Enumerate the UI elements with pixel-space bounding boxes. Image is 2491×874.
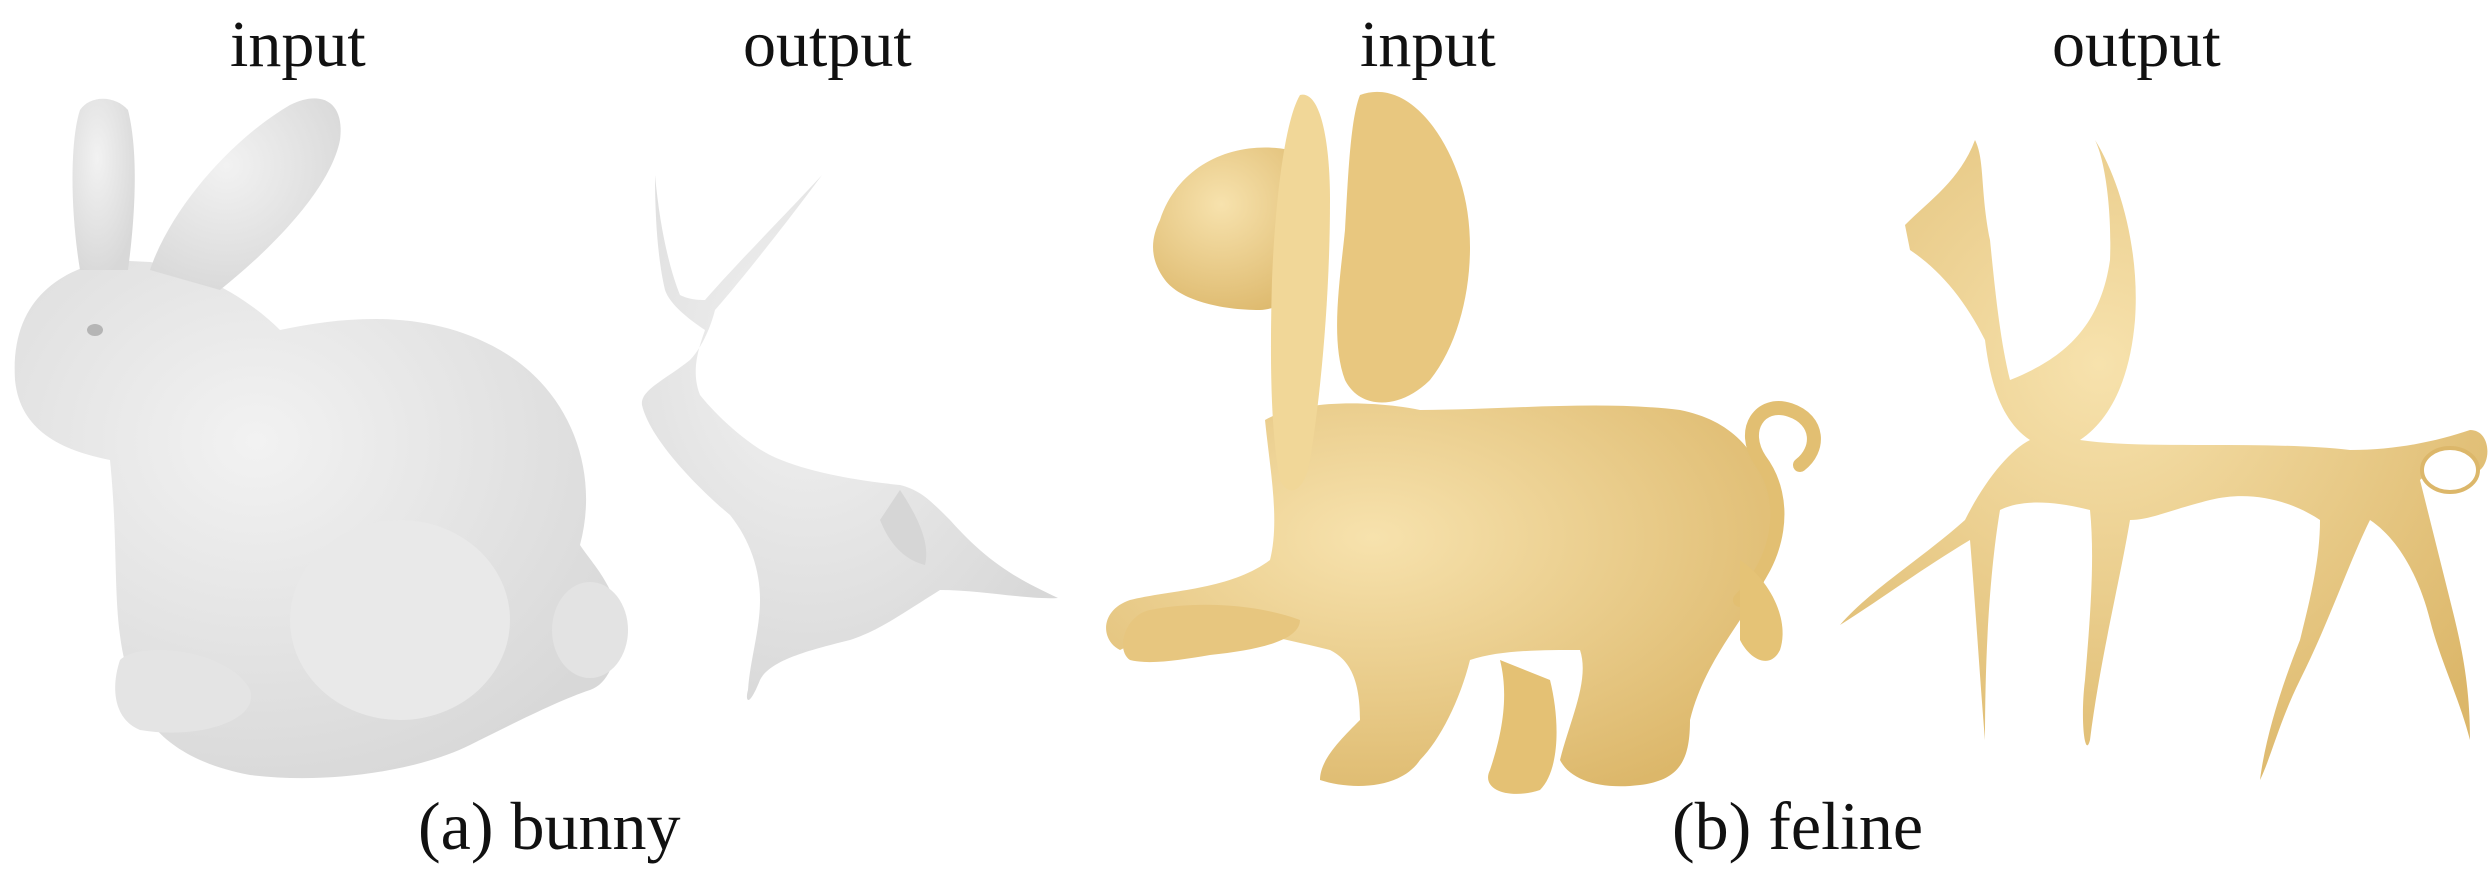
bunny-input-mesh — [14, 98, 628, 779]
feline-input-mesh — [1106, 91, 1821, 794]
feline-output-mesh — [1840, 140, 2488, 780]
bunny-input-label: input — [230, 8, 366, 81]
bunny-output-mesh — [641, 175, 1058, 700]
bunny-output-label: output — [743, 8, 912, 81]
bunny-caption: (a) bunny — [418, 788, 681, 864]
feline-output-label: output — [2052, 8, 2221, 81]
feline-caption: (b) feline — [1672, 788, 1924, 864]
feline-input-label: input — [1360, 8, 1496, 81]
